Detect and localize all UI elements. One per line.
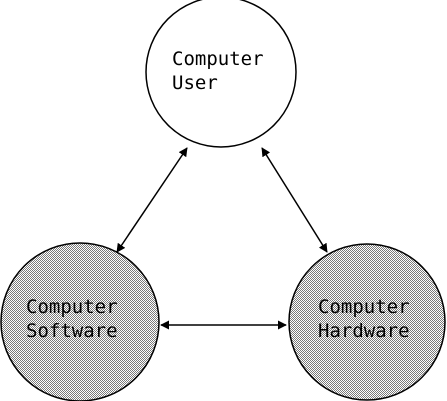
- node-computer-user: Computer User: [145, 0, 297, 148]
- node-computer-software-label-line1: Computer: [26, 296, 118, 318]
- node-computer-user-label-line1: Computer: [172, 48, 264, 70]
- arrow-user-hardware: [261, 147, 328, 253]
- node-computer-hardware-label-line1: Computer: [318, 296, 410, 318]
- arrow-user-software: [116, 147, 188, 253]
- node-computer-user-label-line2: User: [172, 72, 218, 94]
- node-computer-software: Computer Software: [0, 242, 160, 401]
- node-computer-hardware-label-line2: Hardware: [318, 320, 410, 342]
- node-computer-software-label-line2: Software: [26, 320, 118, 342]
- node-computer-hardware: Computer Hardware: [288, 243, 446, 401]
